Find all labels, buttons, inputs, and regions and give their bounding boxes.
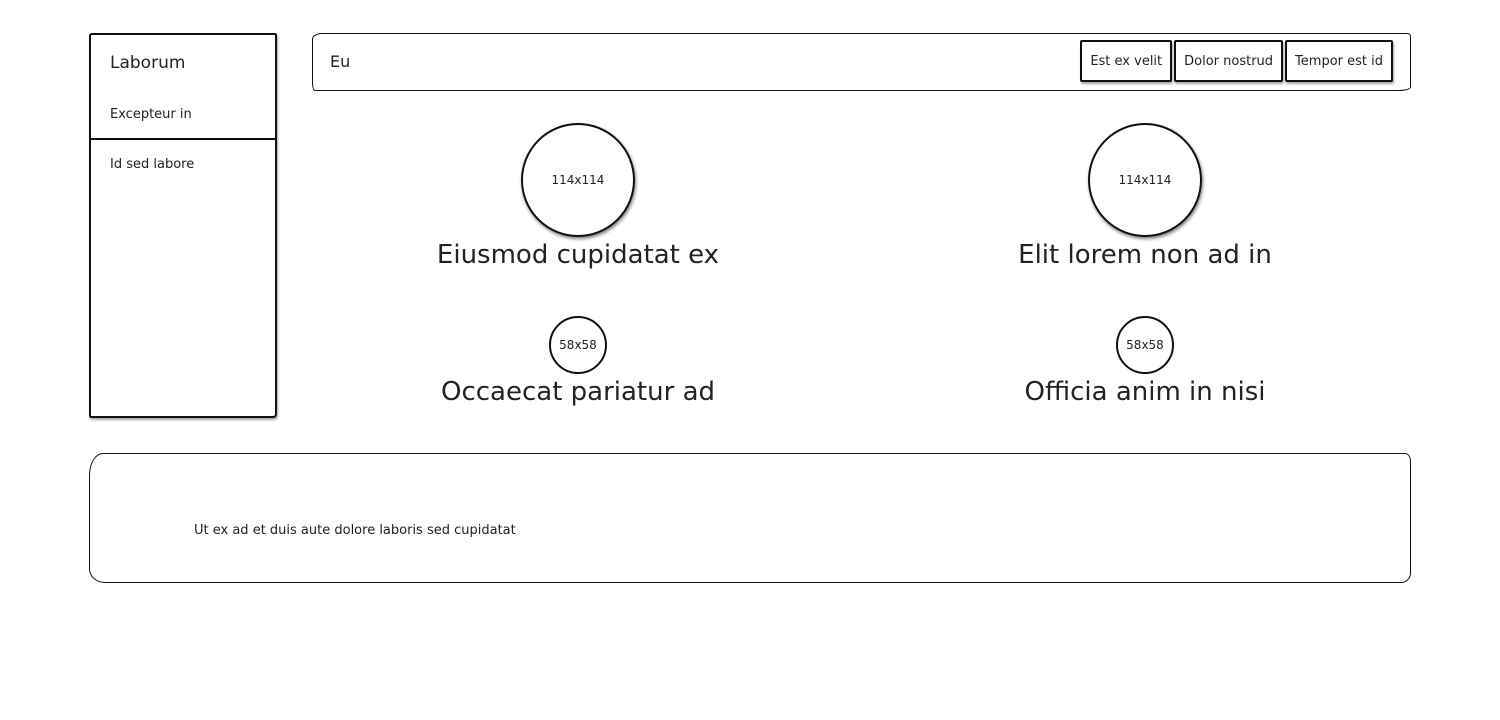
est-ex-velit-button[interactable]: Est ex velit [1080,40,1173,82]
avatar-image: 114x114 [1088,123,1202,237]
dolor-nostrud-button[interactable]: Dolor nostrud [1174,40,1284,82]
footer-panel: Ut ex ad et duis aute dolore laboris sed… [89,453,1411,583]
avatar-image: 58x58 [549,316,607,374]
footer-text: Ut ex ad et duis aute dolore laboris sed… [194,523,516,538]
profile-card-1: 114x114 Eiusmod cupidatat ex [368,123,788,270]
tempor-est-id-button[interactable]: Tempor est id [1285,40,1393,82]
top-bar-title: Eu [330,52,351,71]
card-label: Officia anim in nisi [1024,377,1266,407]
top-bar-buttons: Est ex velit Dolor nostrud Tempor est id [1080,40,1393,82]
sidebar-header: Laborum Excepteur in [91,35,275,140]
top-bar: Eu Est ex velit Dolor nostrud Tempor est… [312,33,1411,91]
card-label: Elit lorem non ad in [1018,240,1272,270]
profile-card-4: 58x58 Officia anim in nisi [935,316,1355,407]
profile-card-3: 58x58 Occaecat pariatur ad [368,316,788,407]
avatar-image: 114x114 [521,123,635,237]
card-label: Occaecat pariatur ad [440,377,715,407]
card-label: Eiusmod cupidatat ex [436,240,720,270]
sidebar: Laborum Excepteur in Id sed labore [89,33,277,418]
sidebar-title: Laborum [110,53,186,73]
profile-card-2: 114x114 Elit lorem non ad in [935,123,1355,270]
sidebar-item-id-sed-labore[interactable]: Id sed labore [110,157,195,172]
sidebar-subtitle: Excepteur in [110,107,192,122]
avatar-image: 58x58 [1116,316,1174,374]
